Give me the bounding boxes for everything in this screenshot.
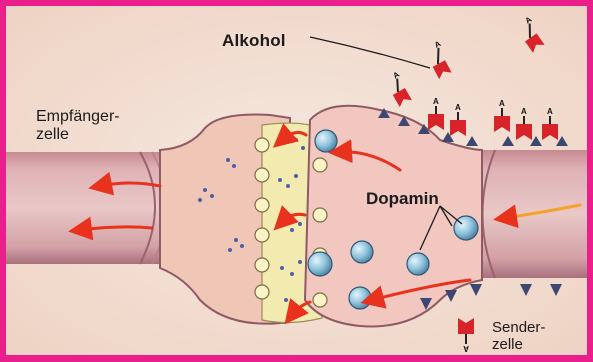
dopamine-label: Dopamin bbox=[366, 190, 439, 209]
svg-text:A: A bbox=[433, 97, 439, 106]
receiver-label-line1: Empfänger- bbox=[36, 108, 120, 126]
sender-label-line1: Sender- bbox=[492, 320, 545, 337]
receiver-label-line2: zelle bbox=[36, 126, 120, 144]
svg-text:A: A bbox=[499, 99, 505, 108]
svg-text:A: A bbox=[463, 344, 469, 353]
synapse-diagram: A A A A A bbox=[6, 6, 587, 355]
dopamine-vesicle-icon bbox=[315, 130, 337, 152]
dopamine-vesicle-icon bbox=[351, 241, 373, 263]
receiver-cell-label: Empfänger- zelle bbox=[36, 108, 120, 143]
svg-text:A: A bbox=[521, 107, 527, 116]
svg-text:A: A bbox=[455, 103, 461, 112]
sender-label-line2: zelle bbox=[492, 337, 545, 354]
sender-cell-label: Sender- zelle bbox=[492, 320, 545, 353]
alcohol-label: Alkohol bbox=[222, 32, 286, 51]
svg-text:A: A bbox=[547, 107, 553, 116]
dopamine-vesicle-icon bbox=[407, 253, 429, 275]
dopamine-vesicle-icon bbox=[349, 287, 371, 309]
dopamine-vesicle-icon bbox=[308, 252, 332, 276]
